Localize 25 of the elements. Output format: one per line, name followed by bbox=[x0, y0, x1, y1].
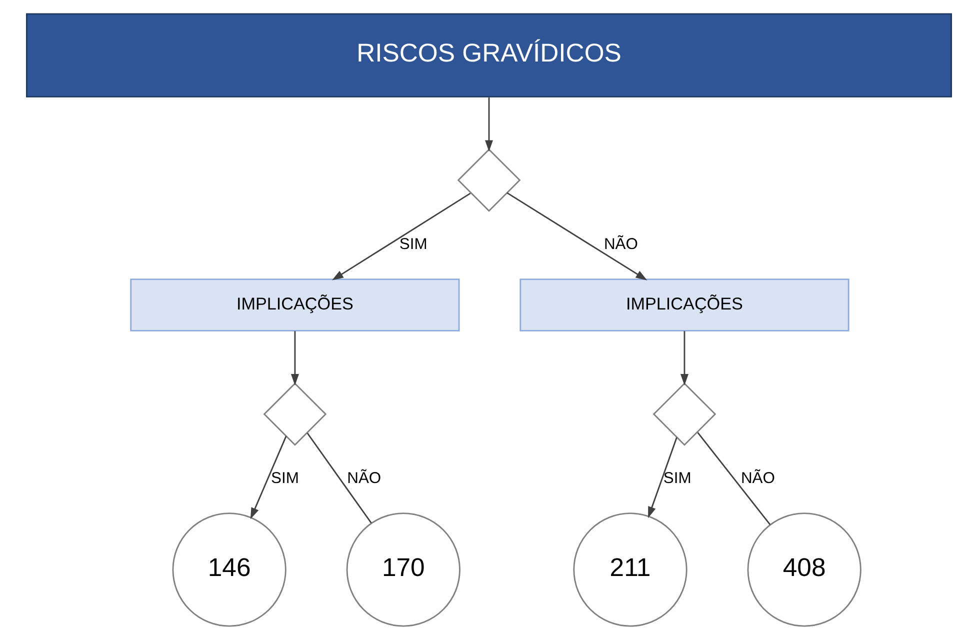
node-circle: 408 bbox=[746, 512, 861, 627]
node-box: IMPLICAÇÕES bbox=[519, 278, 849, 332]
edge-label: NÃO bbox=[603, 236, 638, 254]
edge-label: NÃO bbox=[740, 470, 774, 488]
edge-label: SIM bbox=[662, 470, 691, 488]
arrow bbox=[332, 192, 470, 280]
arrow bbox=[290, 331, 298, 386]
node-diamond bbox=[652, 382, 716, 446]
edge-label: SIM bbox=[398, 236, 427, 254]
arrow bbox=[506, 192, 647, 280]
arrow bbox=[250, 436, 286, 520]
node-circle: 211 bbox=[572, 512, 687, 627]
connector bbox=[696, 432, 770, 526]
connector bbox=[306, 432, 372, 524]
node-box: IMPLICAÇÕES bbox=[130, 278, 460, 332]
node-diamond bbox=[456, 148, 520, 212]
arrow bbox=[680, 331, 688, 386]
edge-label: SIM bbox=[270, 470, 298, 488]
edge-label: NÃO bbox=[346, 470, 381, 488]
node-diamond bbox=[262, 382, 326, 446]
node-circle: 170 bbox=[346, 512, 460, 627]
node-box: RISCOS GRAVÍDICOS bbox=[26, 13, 952, 98]
arrow bbox=[648, 437, 677, 518]
node-circle: 146 bbox=[172, 512, 286, 627]
arrow bbox=[484, 97, 492, 152]
